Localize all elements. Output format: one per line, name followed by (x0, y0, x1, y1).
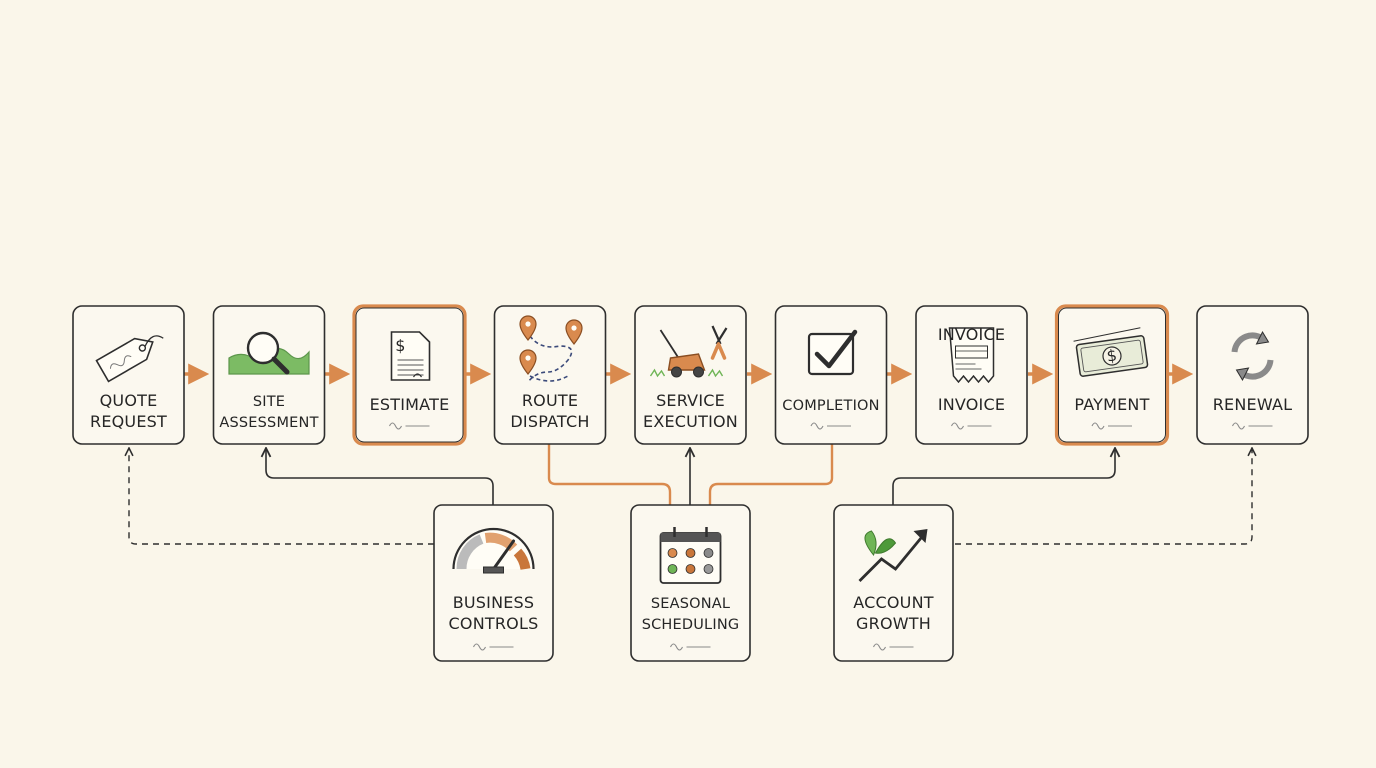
step-card-inner-border (355, 307, 464, 443)
support-functions: BUSINESS CONTROLS SEASONAL SCHEDULING ACCOUN… (433, 504, 954, 662)
support-label-line-1: ACCOUNT (853, 593, 933, 612)
step-label: PAYMENT (1074, 395, 1149, 414)
step-label-line-1: SERVICE (656, 391, 725, 410)
step-service-execution: SERVICE EXECUTION (634, 305, 747, 445)
scribble-underline (873, 643, 914, 651)
step-card (212, 305, 326, 445)
invoice-document-icon: INVOICE (938, 325, 1005, 384)
seasonal-calendar-icon (659, 527, 722, 584)
step-label-line-2: REQUEST (90, 412, 167, 431)
support-label-line-2: CONTROLS (449, 614, 539, 633)
scribble-underline (951, 422, 992, 430)
step-label-line-1: QUOTE (100, 391, 158, 410)
step-card (72, 305, 185, 445)
controls-to-site-line (266, 448, 494, 505)
process-steps: QUOTE REQUEST SITE ASSESSMENT $ ESTIMATE ROUTE… (72, 304, 1309, 446)
step-quote-request: QUOTE REQUEST (72, 305, 185, 445)
mower-and-shears-icon (649, 325, 728, 378)
magnifier-on-grass-icon (228, 331, 310, 375)
step-renewal: RENEWAL (1196, 305, 1309, 445)
step-estimate: $ ESTIMATE (352, 304, 467, 446)
scribble-underline (389, 422, 430, 430)
step-label: RENEWAL (1213, 395, 1293, 414)
seasonal-feed-lines (547, 444, 834, 505)
step-card (493, 305, 607, 445)
step-label-line-1: SITE (253, 394, 285, 410)
step-label-line-2: EXECUTION (643, 412, 738, 431)
step-label-line-1: ROUTE (522, 391, 578, 410)
route-pins-icon (519, 315, 583, 383)
checkbox-icon (807, 329, 858, 376)
step-completion: COMPLETION (774, 305, 888, 445)
scribble-underline (670, 643, 711, 651)
support-business-controls: BUSINESS CONTROLS (433, 504, 554, 662)
scribble-underline (473, 643, 514, 651)
scribble-underline (1232, 422, 1273, 430)
gauge-icon (452, 527, 535, 574)
step-route-dispatch: ROUTE DISPATCH (493, 305, 607, 445)
step-invoice: INVOICE INVOICE (915, 305, 1028, 445)
step-label-line-2: DISPATCH (510, 412, 589, 431)
price-tag-icon (95, 335, 164, 383)
refresh-arrows-icon (1231, 330, 1274, 382)
estimate-document-icon: $ (390, 331, 431, 381)
support-label-line-1: SEASONAL (651, 596, 730, 612)
step-site-assessment: SITE ASSESSMENT (212, 305, 326, 445)
step-card-inner-border (1058, 307, 1166, 443)
scribble-underline (1091, 422, 1132, 430)
support-label-line-2: GROWTH (856, 614, 931, 633)
dollar-sign: $ (395, 336, 405, 355)
invoice-header-text: INVOICE (938, 325, 1005, 344)
growth-sprout-icon (858, 529, 928, 582)
connectors (129, 363, 1252, 545)
step-card (1054, 304, 1170, 446)
support-account-growth: ACCOUNT GROWTH (833, 504, 954, 662)
step-label: INVOICE (938, 395, 1005, 414)
step-label: ESTIMATE (370, 395, 450, 414)
cash-bill-icon: $ (1073, 327, 1149, 377)
step-payment: $ PAYMENT (1054, 304, 1170, 446)
growth-to-renewal-dashed (955, 448, 1252, 545)
growth-to-payment-line (892, 448, 1115, 505)
step-label: COMPLETION (782, 398, 879, 414)
step-label-line-2: ASSESSMENT (219, 415, 318, 431)
bill-dollar-sign: $ (1105, 345, 1118, 365)
controls-to-quote-dashed (129, 448, 434, 545)
support-label-line-2: SCHEDULING (642, 617, 740, 633)
support-label-line-1: BUSINESS (453, 593, 535, 612)
support-seasonal-scheduling: SEASONAL SCHEDULING (630, 504, 751, 662)
scribble-underline (810, 422, 851, 430)
support-card (833, 504, 954, 662)
